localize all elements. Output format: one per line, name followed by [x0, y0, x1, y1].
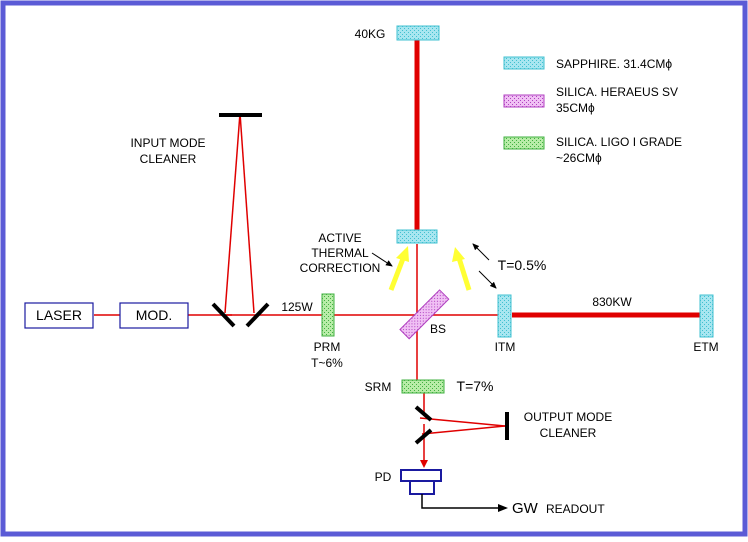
power-830kw-label: 830KW [592, 295, 632, 309]
t-itm-pointer-up-arrow [472, 243, 490, 261]
input-mode-cleaner-label-2: CLEANER [140, 152, 197, 166]
thermal-arrow-left-head [396, 246, 409, 262]
srm-label: SRM [365, 380, 392, 394]
legend-sapphire-line1: SAPPHIRE. 31.4CMϕ [556, 57, 672, 71]
beam-omc-1 [419, 417, 506, 427]
legend-heraeus-line1: SILICA. HERAEUS SV [556, 85, 678, 99]
itm-label: ITM [495, 340, 516, 354]
active-pointer-arrow [371, 252, 393, 267]
prm-optic [321, 293, 335, 337]
laser-box [24, 302, 94, 329]
thermal-arrow-left-shaft [388, 255, 407, 291]
bs-label: BS [430, 322, 446, 336]
readout-label: READOUT [546, 502, 605, 516]
mod-label: MOD. [136, 307, 173, 323]
prm-label: PRM [314, 340, 341, 354]
legend-heraeus-line2: 35CMϕ [556, 101, 595, 115]
legend-ligo-line1: SILICA. LIGO I GRADE [556, 135, 682, 149]
power-125w-label: 125W [281, 300, 313, 314]
laser-label: LASER [36, 307, 82, 323]
etm-label: ETM [693, 340, 718, 354]
legend-swatch-sapphire [503, 56, 545, 70]
mass-40kg-label: 40KG [355, 27, 386, 41]
thermal-arrow-right-head [452, 247, 465, 262]
active-label-3: CORRECTION [300, 261, 381, 275]
photodetector-body [409, 480, 435, 495]
srm-optic [401, 379, 445, 394]
beam-omc-2 [421, 425, 506, 435]
legend-ligo-line2: ~26CMϕ [556, 151, 602, 165]
legend: SAPPHIRE. 31.4CMϕ SILICA. HERAEUS SV 35C… [503, 56, 682, 165]
active-label-2: THERMAL [311, 246, 369, 260]
photodetector-head [400, 469, 442, 482]
t-itm-label: T=0.5% [498, 257, 547, 273]
itm-y-optic [396, 229, 438, 244]
active-label-1: ACTIVE [318, 231, 361, 245]
imc-left-mirror [211, 302, 236, 328]
imc-right-mirror [245, 302, 270, 328]
legend-swatch-heraeus [503, 94, 545, 108]
gw-label: GW [512, 500, 539, 517]
legend-swatch-ligo [503, 136, 545, 150]
beam-splitter-optic [399, 289, 450, 340]
beam-imc-up [224, 112, 241, 314]
etm-y-optic [396, 25, 440, 41]
input-mode-cleaner-label-1: INPUT MODE [130, 136, 205, 150]
itm-x-optic [497, 294, 512, 338]
output-mode-cleaner-label-2: CLEANER [540, 426, 597, 440]
beam-imc-down [239, 112, 255, 314]
pd-label: PD [375, 470, 392, 484]
output-mode-cleaner-label-1: OUTPUT MODE [524, 410, 612, 424]
prm-transmission-label: T~6% [311, 356, 343, 370]
t-itm-pointer-down-arrow [478, 270, 497, 289]
mod-box [119, 302, 189, 329]
omc-lower-mirror [414, 428, 433, 445]
thermal-arrow-right-shaft [456, 257, 472, 291]
readout-line [421, 494, 508, 512]
omc-upper-mirror [414, 405, 433, 422]
etm-x-optic [699, 294, 714, 338]
t-srm-label: T=7% [457, 378, 494, 394]
